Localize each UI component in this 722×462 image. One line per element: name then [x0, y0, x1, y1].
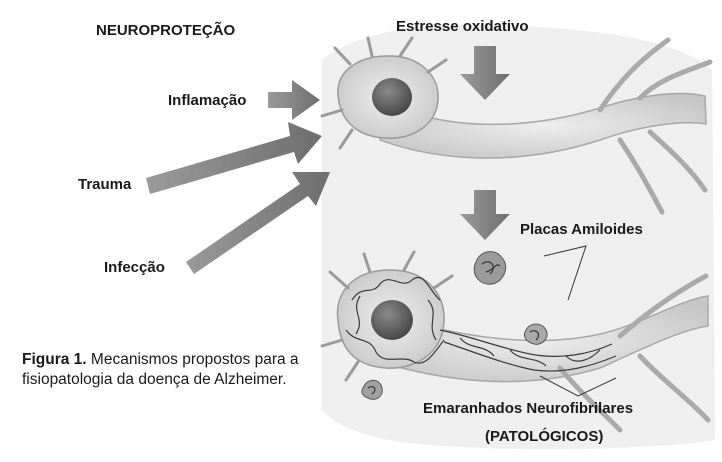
neurofibrillary-tangles	[345, 277, 617, 372]
label-amyloid-plaques: Placas Amiloides	[520, 221, 643, 238]
figure-caption: Figura 1. Mecanismos propostos para a fi…	[22, 350, 322, 390]
plaque	[361, 379, 383, 400]
leader-lines	[539, 245, 617, 397]
label-neurofibrillary-tangles: Emaranhados Neurofibrilares	[423, 400, 634, 417]
diagram-title: NEUROPROTEÇÃO	[96, 22, 236, 39]
arrow-oxidative	[460, 46, 510, 100]
diseased-neuron	[320, 250, 711, 433]
nucleus	[372, 78, 412, 116]
label-oxidative-stress: Estresse oxidativo	[396, 18, 529, 35]
tangle-leader-line	[539, 375, 617, 397]
label-infection: Infecção	[104, 259, 165, 276]
nucleus	[371, 300, 413, 340]
caption-text: Mecanismos propostos para a fisiopatolog…	[22, 351, 299, 388]
label-pathological: (PATOLÓGICOS)	[485, 428, 604, 445]
plaque-leader-line	[543, 245, 587, 301]
amyloid-plaques	[361, 251, 548, 400]
plaque	[523, 323, 548, 345]
arrow-inflammation	[268, 80, 320, 120]
plaque	[473, 251, 507, 285]
arrow-plaque-formation	[460, 190, 510, 240]
caption-tag: Figura 1.	[22, 351, 87, 368]
label-inflammation: Inflamação	[168, 92, 247, 109]
arrows	[146, 46, 510, 274]
healthy-neuron	[320, 36, 713, 215]
arrow-infection	[186, 172, 330, 274]
arrow-trauma	[146, 122, 322, 194]
label-trauma: Trauma	[78, 176, 132, 193]
